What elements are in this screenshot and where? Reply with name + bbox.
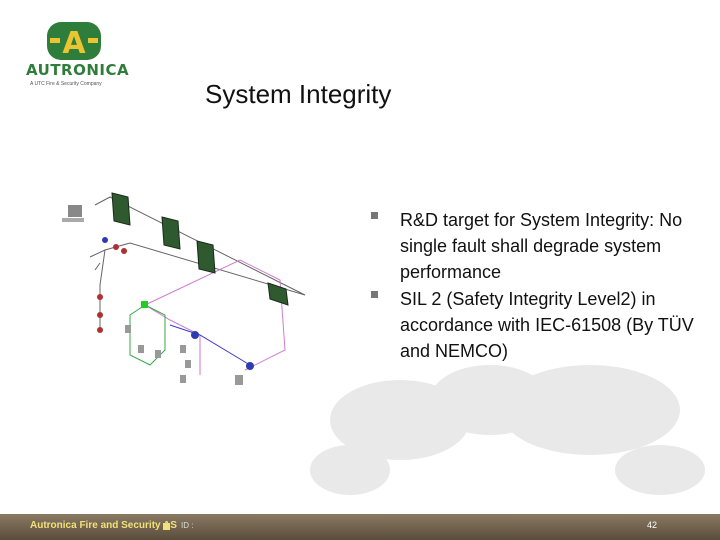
bullet-text: R&D target for System Integrity: No sing…	[400, 210, 683, 282]
world-map-background	[310, 365, 705, 495]
footer-square-icon	[163, 523, 170, 530]
footer-company: Autronica Fire and Security AS	[30, 520, 177, 531]
square-bullet-icon	[371, 291, 378, 298]
system-network-diagram	[62, 192, 306, 385]
bullet-text: SIL 2 (Safety Integrity Level2) in accor…	[400, 289, 694, 361]
logo-wordmark: AUTRONICA	[26, 61, 130, 79]
autronica-logo: A AUTRONICA A UTC Fire & Security Compan…	[26, 20, 130, 90]
footer-id-label: ID :	[181, 521, 194, 530]
page-number: 42	[647, 520, 658, 530]
footer-bar: Autronica Fire and Security AS ID : 42	[0, 514, 720, 540]
slide-title: System Integrity	[205, 79, 392, 109]
logo-tagline: A UTC Fire & Security Company	[30, 81, 102, 87]
list-item: R&D target for System Integrity: No sing…	[371, 207, 701, 285]
logo-a-icon: A	[50, 26, 98, 61]
square-bullet-icon	[371, 212, 378, 219]
logo-badge: A	[47, 22, 101, 61]
svg-text:A: A	[62, 26, 86, 60]
list-item: SIL 2 (Safety Integrity Level2) in accor…	[371, 286, 701, 364]
bullet-list: R&D target for System Integrity: No sing…	[371, 207, 701, 365]
